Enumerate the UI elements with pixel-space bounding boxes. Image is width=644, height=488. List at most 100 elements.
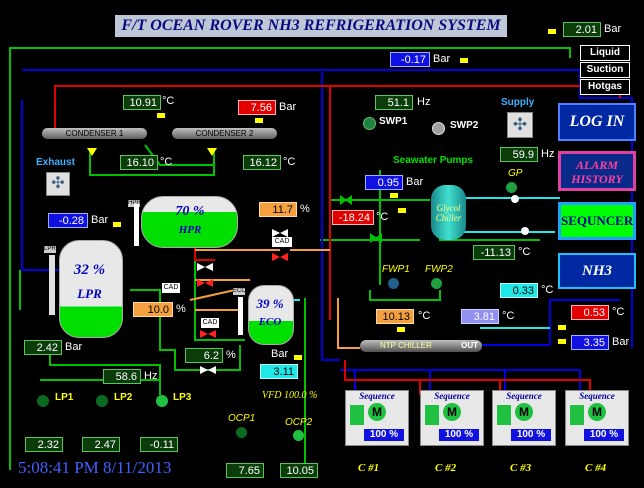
alarm-marker-icon — [397, 327, 405, 332]
ocp1-value: 7.65 — [226, 463, 264, 478]
hpr-temp-unit: % — [300, 203, 310, 215]
compressor-1[interactable]: Sequence M 100 % — [345, 390, 409, 446]
lpr-pressure-value: -0.28 — [48, 213, 88, 228]
compressor-4-label: C #4 — [585, 462, 607, 474]
compressor-2[interactable]: Sequence M 100 % — [420, 390, 484, 446]
lpr-tag: LPR — [44, 246, 56, 253]
compressor-4-sequence: Sequence — [579, 391, 615, 401]
lp3-label: LP3 — [173, 392, 192, 403]
cad-valve-icon[interactable] — [270, 227, 300, 267]
condenser-right-temp-unit: °C — [283, 156, 296, 168]
glycol-temp-unit: °C — [376, 211, 389, 223]
lp2-pump-icon[interactable] — [96, 395, 108, 407]
condenser-left-temp: 16.10 — [120, 155, 158, 170]
ntp-out-unit: °C — [502, 310, 515, 322]
swp2-pump-icon[interactable] — [432, 122, 445, 135]
glycol-chiller[interactable]: Glycol Chiller — [431, 185, 466, 240]
fwp1-label: FWP1 — [382, 264, 410, 275]
eco-pct-unit: % — [226, 349, 236, 361]
cad-tag: CAD — [272, 237, 292, 247]
compressor-3[interactable]: Sequence M 100 % — [492, 390, 556, 446]
compressor-icon — [350, 405, 364, 425]
lp1-value: 2.32 — [25, 437, 63, 452]
hpr-tag: HPR — [128, 200, 141, 207]
lpr-level: 32 % — [73, 262, 106, 278]
seawater-pumps-label: Seawater Pumps — [393, 155, 474, 166]
nh3-button[interactable]: NH3 — [558, 253, 636, 289]
eco-name: ECO — [258, 316, 282, 328]
alarm-marker-icon — [558, 339, 566, 344]
alarm-history-button[interactable]: ALARM HISTORY — [558, 151, 636, 191]
fwp2-label: FWP2 — [425, 264, 453, 275]
chiller-pressure-value: 3.35 — [571, 335, 609, 350]
lp-pressure-unit: Bar — [65, 341, 83, 353]
condenser-left[interactable]: CONDENSER 1 — [42, 128, 147, 139]
gp-pump-icon[interactable] — [506, 182, 517, 193]
eco-tag: ECO — [233, 288, 247, 295]
lpr-valves-icon[interactable] — [195, 255, 225, 300]
cad-pct-value: 10.0 — [133, 302, 173, 317]
alarm-marker-icon — [157, 113, 165, 118]
exhaust-fan-icon[interactable]: ✣ — [46, 172, 70, 196]
eco-tank[interactable] — [248, 285, 294, 345]
compressor-2-label: C #2 — [435, 462, 457, 474]
fwp1-pump-icon[interactable] — [388, 278, 399, 289]
condenser-right[interactable]: CONDENSER 2 — [172, 128, 277, 139]
datetime-display: 5:08:41 PM 8/11/2013 — [18, 458, 172, 477]
fwp2-pump-icon[interactable] — [431, 278, 442, 289]
swp1-label: SWP1 — [379, 116, 408, 127]
compressor-3-load: 100 % — [511, 429, 551, 441]
compressor-4-load: 100 % — [584, 429, 624, 441]
motor-icon: M — [368, 403, 386, 421]
compressor-4[interactable]: Sequence M 100 % — [565, 390, 629, 446]
gp-temp-value: 0.33 — [500, 283, 538, 298]
legend-suction: Suction — [580, 62, 630, 78]
ocp1-label: OCP1 — [228, 413, 256, 424]
hotgas-pressure-unit: Bar — [279, 101, 297, 113]
ocp2-value: 10.05 — [280, 463, 318, 478]
hpr-temp-value: 11.7 — [259, 202, 297, 217]
alarm-marker-icon — [255, 118, 263, 123]
hotgas-pressure-value: 7.56 — [238, 100, 276, 115]
condenser-temp-unit: °C — [162, 95, 175, 107]
glycol-valves-icon — [340, 195, 529, 243]
ntp-out-label: OUT — [461, 341, 478, 350]
motor-icon: M — [515, 403, 533, 421]
sequencer-button[interactable]: SEQUNCER — [558, 202, 636, 240]
oil-lines — [189, 249, 360, 349]
compressor-icon — [570, 405, 584, 425]
lp2-value: 2.47 — [82, 437, 120, 452]
lpr-tank[interactable] — [59, 240, 123, 338]
ocp1-pump-icon[interactable] — [236, 427, 247, 438]
vfd-label: VFD 100.0 % — [262, 390, 318, 401]
compressor-2-load: 100 % — [439, 429, 479, 441]
top-pressure-value: 2.01 — [563, 22, 601, 37]
compressor-icon — [425, 405, 439, 425]
hpr-tank[interactable] — [141, 196, 238, 248]
lp1-pump-icon[interactable] — [37, 395, 49, 407]
alarm-marker-icon — [558, 325, 566, 330]
hpr-name: HPR — [178, 224, 202, 236]
ntp-temp-unit: °C — [418, 310, 431, 322]
compressor-2-sequence: Sequence — [434, 391, 470, 401]
alarm-marker-icon — [398, 208, 406, 213]
ocp2-label: OCP2 — [285, 417, 313, 428]
exhaust-label: Exhaust — [36, 157, 75, 168]
lp1-label: LP1 — [55, 392, 74, 403]
swp1-pump-icon[interactable] — [363, 117, 376, 130]
compressor-1-load: 100 % — [364, 429, 404, 441]
eco-pct-value: 6.2 — [185, 348, 223, 363]
eco-valves-icon[interactable] — [198, 328, 228, 378]
ocp2-pump-icon[interactable] — [293, 430, 304, 441]
eco-bar-unit: Bar — [271, 348, 289, 360]
cad-pct-unit: % — [176, 303, 186, 315]
ntp-chiller[interactable]: NTP CHILLER OUT — [360, 340, 482, 352]
supply-fan-icon[interactable]: ✣ — [507, 112, 533, 138]
lp3-pump-icon[interactable] — [156, 395, 168, 407]
login-button[interactable]: LOG IN — [558, 103, 636, 141]
legend-liquid: Liquid — [580, 45, 630, 61]
glycol-out-temp: -11.13 — [473, 245, 515, 260]
condenser-left-temp-unit: °C — [160, 156, 173, 168]
motor-icon: M — [443, 403, 461, 421]
condenser-temp-value: 10.91 — [123, 95, 161, 110]
